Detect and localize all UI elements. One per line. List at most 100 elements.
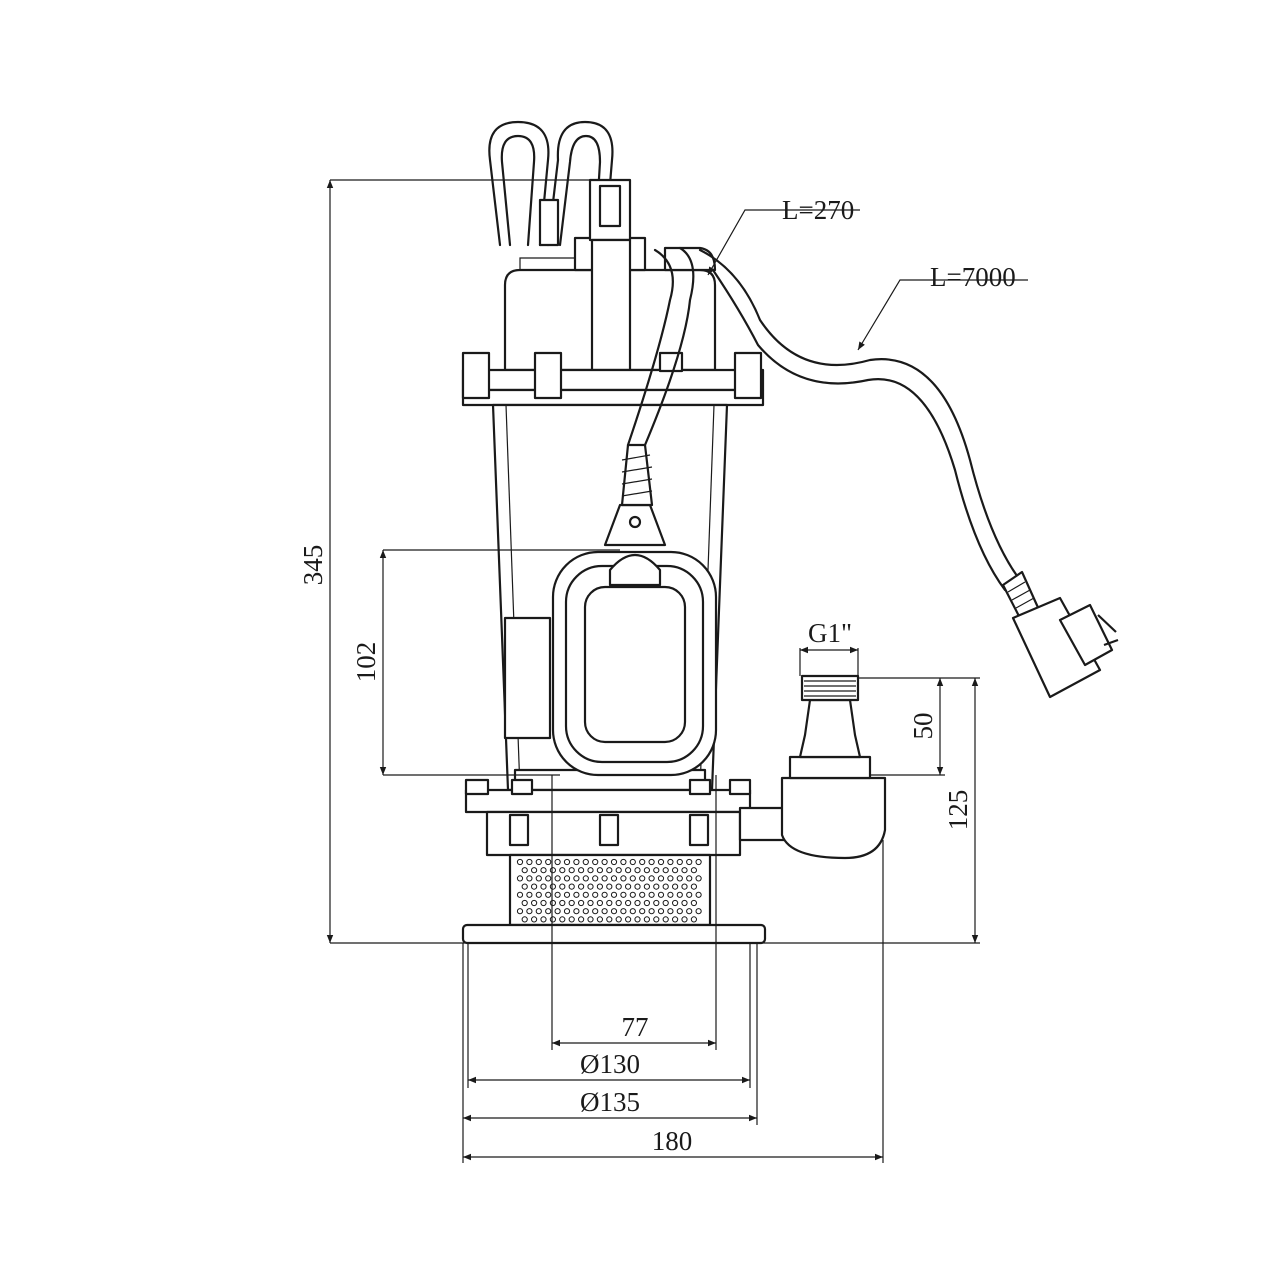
motor-cap [503,178,717,372]
strainer-hole [643,867,651,874]
strainer-hole [639,858,646,866]
strainer-hole [615,867,622,874]
dim-diameter-130: Ø130 [580,1049,640,1079]
dim-float-height: 102 [351,642,381,683]
strainer-hole [592,908,599,915]
strainer-hole [545,908,552,915]
strainer-hole [596,867,604,874]
strainer-hole [587,916,594,923]
strainer-hole [653,883,660,890]
strainer-hole [690,867,698,874]
strainer-hole [535,858,542,866]
strainer-hole [615,899,622,907]
strainer-hole [582,891,589,898]
strainer-hole [648,858,655,866]
strainer-hole [672,867,679,874]
strainer-hole [629,858,636,866]
strainer-hole [554,891,561,898]
outlet [738,674,887,860]
strainer-hole [662,883,669,890]
strainer-hole [690,899,698,907]
strainer-hole [643,916,651,923]
dim-height-total: 345 [298,545,328,586]
strainer-hole [695,858,702,866]
strainer-hole [634,899,641,907]
strainer-hole [582,858,589,866]
strainer-hole [667,875,674,882]
power-cable [698,248,1042,624]
strainer-hole [667,908,674,915]
strainer-hole [634,916,641,923]
strainer-hole [526,875,533,882]
pump-body [461,120,1119,945]
strainer-hole [676,875,683,882]
strainer-hole [662,899,669,907]
strainer-hole [686,875,693,882]
strainer-hole [516,858,524,866]
strainer-hole [568,883,575,890]
strainer-hole [573,908,580,915]
dim-outlet-total-height: 125 [943,790,973,831]
strainer-hole [563,891,571,898]
strainer-hole [549,899,557,907]
strainer-hole [559,867,566,874]
strainer-hole [690,916,698,923]
strainer-hole [653,916,660,923]
strainer-hole [681,883,688,890]
strainer-hole [648,891,655,898]
strainer-hole [620,891,627,898]
strainer-hole [521,916,528,923]
strainer-hole [535,891,542,898]
dim-outlet-thread: G1" [808,618,852,648]
strainer-hole [653,867,660,874]
strainer-hole [695,908,702,915]
strainer-hole [686,891,693,898]
strainer-hole [526,908,533,915]
strainer-hole [653,899,660,907]
strainer-hole [559,916,566,923]
strainer-hole [606,867,613,874]
strainer-hole [620,908,627,915]
strainer-hole [615,916,622,923]
strainer-hole [573,891,580,898]
strainer-hole [587,867,594,874]
strainer-hole [582,908,589,915]
strainer-hole [601,908,608,915]
dim-diameter-135: Ø135 [580,1087,640,1117]
strainer-hole [535,908,542,915]
strainer-hole [648,908,655,915]
strainer-hole [563,908,571,915]
strainer-hole [526,891,533,898]
strainer-hole [596,916,604,923]
strainer-hole [629,891,636,898]
strainer-hole [662,916,669,923]
strainer-hole [592,875,599,882]
strainer-hole [540,867,547,874]
strainer-hole [521,883,528,890]
strainer-hole [601,858,608,866]
strainer-hole [620,875,627,882]
strainer-hole [545,858,552,866]
strainer-hole [610,858,618,866]
strainer-hole [540,883,547,890]
strainer-hole [601,875,608,882]
dim-power-cable-length: L=7000 [930,262,1016,292]
strainer-hole [690,883,698,890]
strainer-hole [563,875,571,882]
strainer-hole [554,908,561,915]
strainer-hole [667,891,674,898]
strainer-hole [596,883,604,890]
strainer-hole [559,899,566,907]
strainer-hole [563,858,571,866]
strainer-hole [639,908,646,915]
strainer-hole [662,867,669,874]
strainer-hole [592,891,599,898]
strainer-hole [634,867,641,874]
strainer-hole [568,867,575,874]
strainer-hole [625,916,632,923]
strainer-hole [629,875,636,882]
strainer-hole [526,858,533,866]
strainer-hole [686,858,693,866]
strainer-hole [657,891,665,898]
